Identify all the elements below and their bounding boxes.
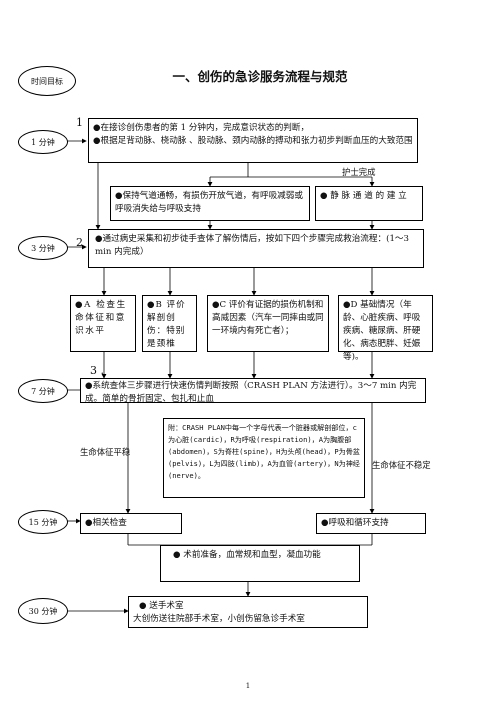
step1-box: ●在接诊创伤患者的第 1 分钟内，完成意识状态的判断， ●根据足背动脉、桡动脉 … xyxy=(88,118,418,163)
step3-box: ●系统查体三步骤进行快速伤情判断按照（CRASH PLAN 方法进行）。3～7 … xyxy=(80,378,426,404)
page-title: 一、创伤的急诊服务流程与规范 xyxy=(172,69,348,84)
iv-access-box: ● 静 脉 通 道 的 建 立 xyxy=(315,186,423,221)
time-oval-30min: 30 分钟 xyxy=(18,598,68,624)
preop-box: ● 术前准备，血常规和血型，凝血功能 xyxy=(160,545,360,582)
stable-label: 生命体征平稳 xyxy=(80,447,131,457)
abcd-box-c: ●C 评价有证据的损伤机制和高威因素（汽车一同摔由或同一环境内有死亡者）； xyxy=(207,295,329,352)
time-oval-1min: 1 分钟 xyxy=(18,130,68,154)
abcd-box-b: ●B 评价解剖创伤：特别是颈椎 xyxy=(142,295,197,352)
nurse-done-label: 护士完成 xyxy=(342,167,376,177)
unstable-label: 生命体征不稳定 xyxy=(372,460,431,470)
surgery-line2: 大创伤送往院部手术室，小创伤留急诊手术室 xyxy=(133,614,305,624)
step-number-3: 3 . xyxy=(90,364,104,377)
page-number: 1 xyxy=(245,682,251,690)
step1-line1: ●在接诊创伤患者的第 1 分钟内，完成意识状态的判断， xyxy=(93,123,310,133)
time-goal-oval: 时间目标 xyxy=(18,66,76,96)
surgery-box: ● 送手术室 大创伤送往院部手术室，小创伤留急诊手术室 xyxy=(128,596,368,628)
abcd-box-d: ●D 基础情况（年龄、心脏疾病、呼吸疾病、糖尿病、肝硬化、病态肥胖、妊娠等)。 xyxy=(338,295,433,362)
step2-box: ●通过病史采集和初步徒手查体了解伤情后，按如下四个步骤完成救治流程：(1～3 m… xyxy=(88,229,424,268)
time-oval-7min: 7 分钟 xyxy=(18,379,68,403)
related-exam-box: ●相关检查 xyxy=(80,513,182,534)
airway-box: ●保持气道通畅，有损伤开放气道，有呼吸减弱或呼吸消失给与呼吸支持 xyxy=(110,186,310,221)
abcd-box-a: ●A 检查生命体征和意识水平 xyxy=(70,295,136,352)
step1-line2: ●根据足背动脉、桡动脉 、股动脉、颈内动脉的搏动和张力初步判断血压的大致范围 xyxy=(93,136,413,146)
crash-plan-note: 附：CRASH PLAN中每一个字母代表一个脏器或解剖部位，c为心脏(cardi… xyxy=(163,418,365,498)
resp-circ-support-box: ●呼吸和循环支持 xyxy=(316,513,426,534)
step-number-1: 1 xyxy=(76,116,83,129)
time-oval-3min: 3 分钟 xyxy=(18,236,68,260)
time-oval-15min: 15 分钟 xyxy=(18,510,68,534)
step-number-2: 2 xyxy=(76,236,83,249)
surgery-line1: ● 送手术室 xyxy=(139,601,184,611)
